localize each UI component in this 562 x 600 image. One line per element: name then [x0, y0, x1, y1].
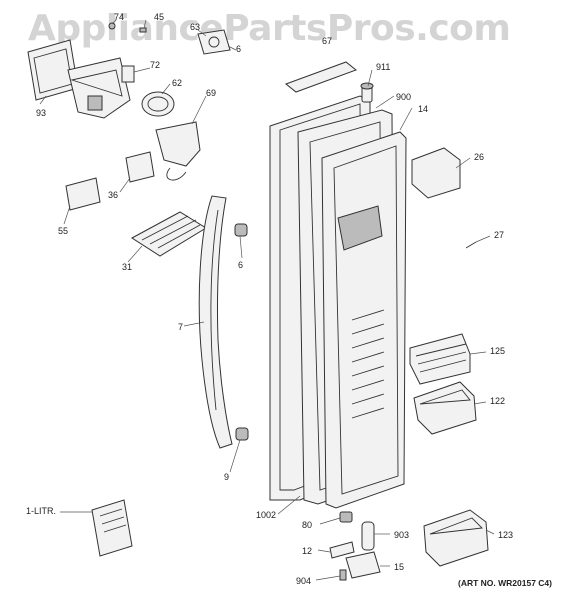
label-14: 14	[418, 104, 429, 114]
part-7-handle	[198, 195, 233, 449]
part-26-cover	[411, 147, 461, 199]
part-80-bushing	[339, 511, 353, 523]
leader-lines	[39, 19, 495, 581]
label-125: 125	[490, 346, 506, 356]
part-55-pad	[65, 177, 101, 211]
label-1002: 1002	[256, 510, 277, 520]
label-26: 26	[474, 152, 485, 162]
label-36: 36	[108, 190, 119, 200]
label-15: 15	[394, 562, 405, 572]
door-shelf-ribs	[351, 309, 385, 419]
part-125-basket	[409, 333, 471, 385]
part-27-screw	[465, 241, 477, 249]
label-123: 123	[498, 530, 514, 540]
label-67: 67	[322, 36, 333, 46]
label-7: 7	[178, 322, 184, 332]
part-45-clip	[139, 27, 147, 33]
label-69: 69	[206, 88, 217, 98]
part-903-tube	[361, 521, 375, 551]
part-14-gasket	[321, 131, 407, 509]
label-903: 903	[394, 530, 410, 540]
part-72-switch	[121, 65, 135, 83]
watermark: AppliancePartsPros.com	[28, 8, 511, 49]
literature-booklet	[91, 499, 133, 557]
label-122: 122	[490, 396, 506, 406]
part-911-fitting	[360, 82, 374, 103]
label-904: 904	[296, 576, 312, 586]
part-123-bin	[423, 509, 489, 567]
label-1-litr: 1-LITR.	[26, 506, 57, 516]
label-80: 80	[302, 520, 313, 530]
dispenser-housing	[67, 57, 131, 119]
part-122-bin	[413, 381, 477, 435]
part-31-drip-tray	[131, 211, 207, 257]
label-74: 74	[114, 12, 125, 22]
art-number: (ART NO. WR20157 C4)	[458, 578, 552, 588]
part-74-screw	[108, 22, 116, 30]
label-9: 9	[224, 472, 230, 482]
part-12-bracket	[329, 541, 355, 559]
label-27: 27	[494, 230, 505, 240]
label-31: 31	[122, 262, 133, 272]
label-911: 911	[376, 62, 391, 72]
part-69-motor	[155, 121, 201, 181]
label-45: 45	[154, 12, 165, 22]
dispenser-recess	[337, 205, 383, 251]
label-72: 72	[150, 60, 161, 70]
part-6-screw	[234, 223, 248, 237]
part-904-pin	[339, 569, 347, 581]
label-12: 12	[302, 546, 313, 556]
part-62-ring	[141, 91, 175, 117]
part-9-screw	[235, 427, 249, 441]
label-55: 55	[58, 226, 69, 236]
label-62: 62	[172, 78, 183, 88]
part-66-top-cap	[284, 61, 358, 93]
label-6a: 6	[236, 44, 242, 54]
label-6b: 6	[238, 260, 244, 270]
part-36-switch	[125, 151, 155, 183]
label-900: 900	[396, 92, 412, 102]
label-63: 63	[190, 22, 201, 32]
label-93: 93	[36, 108, 47, 118]
part-15-fitting	[345, 551, 381, 579]
